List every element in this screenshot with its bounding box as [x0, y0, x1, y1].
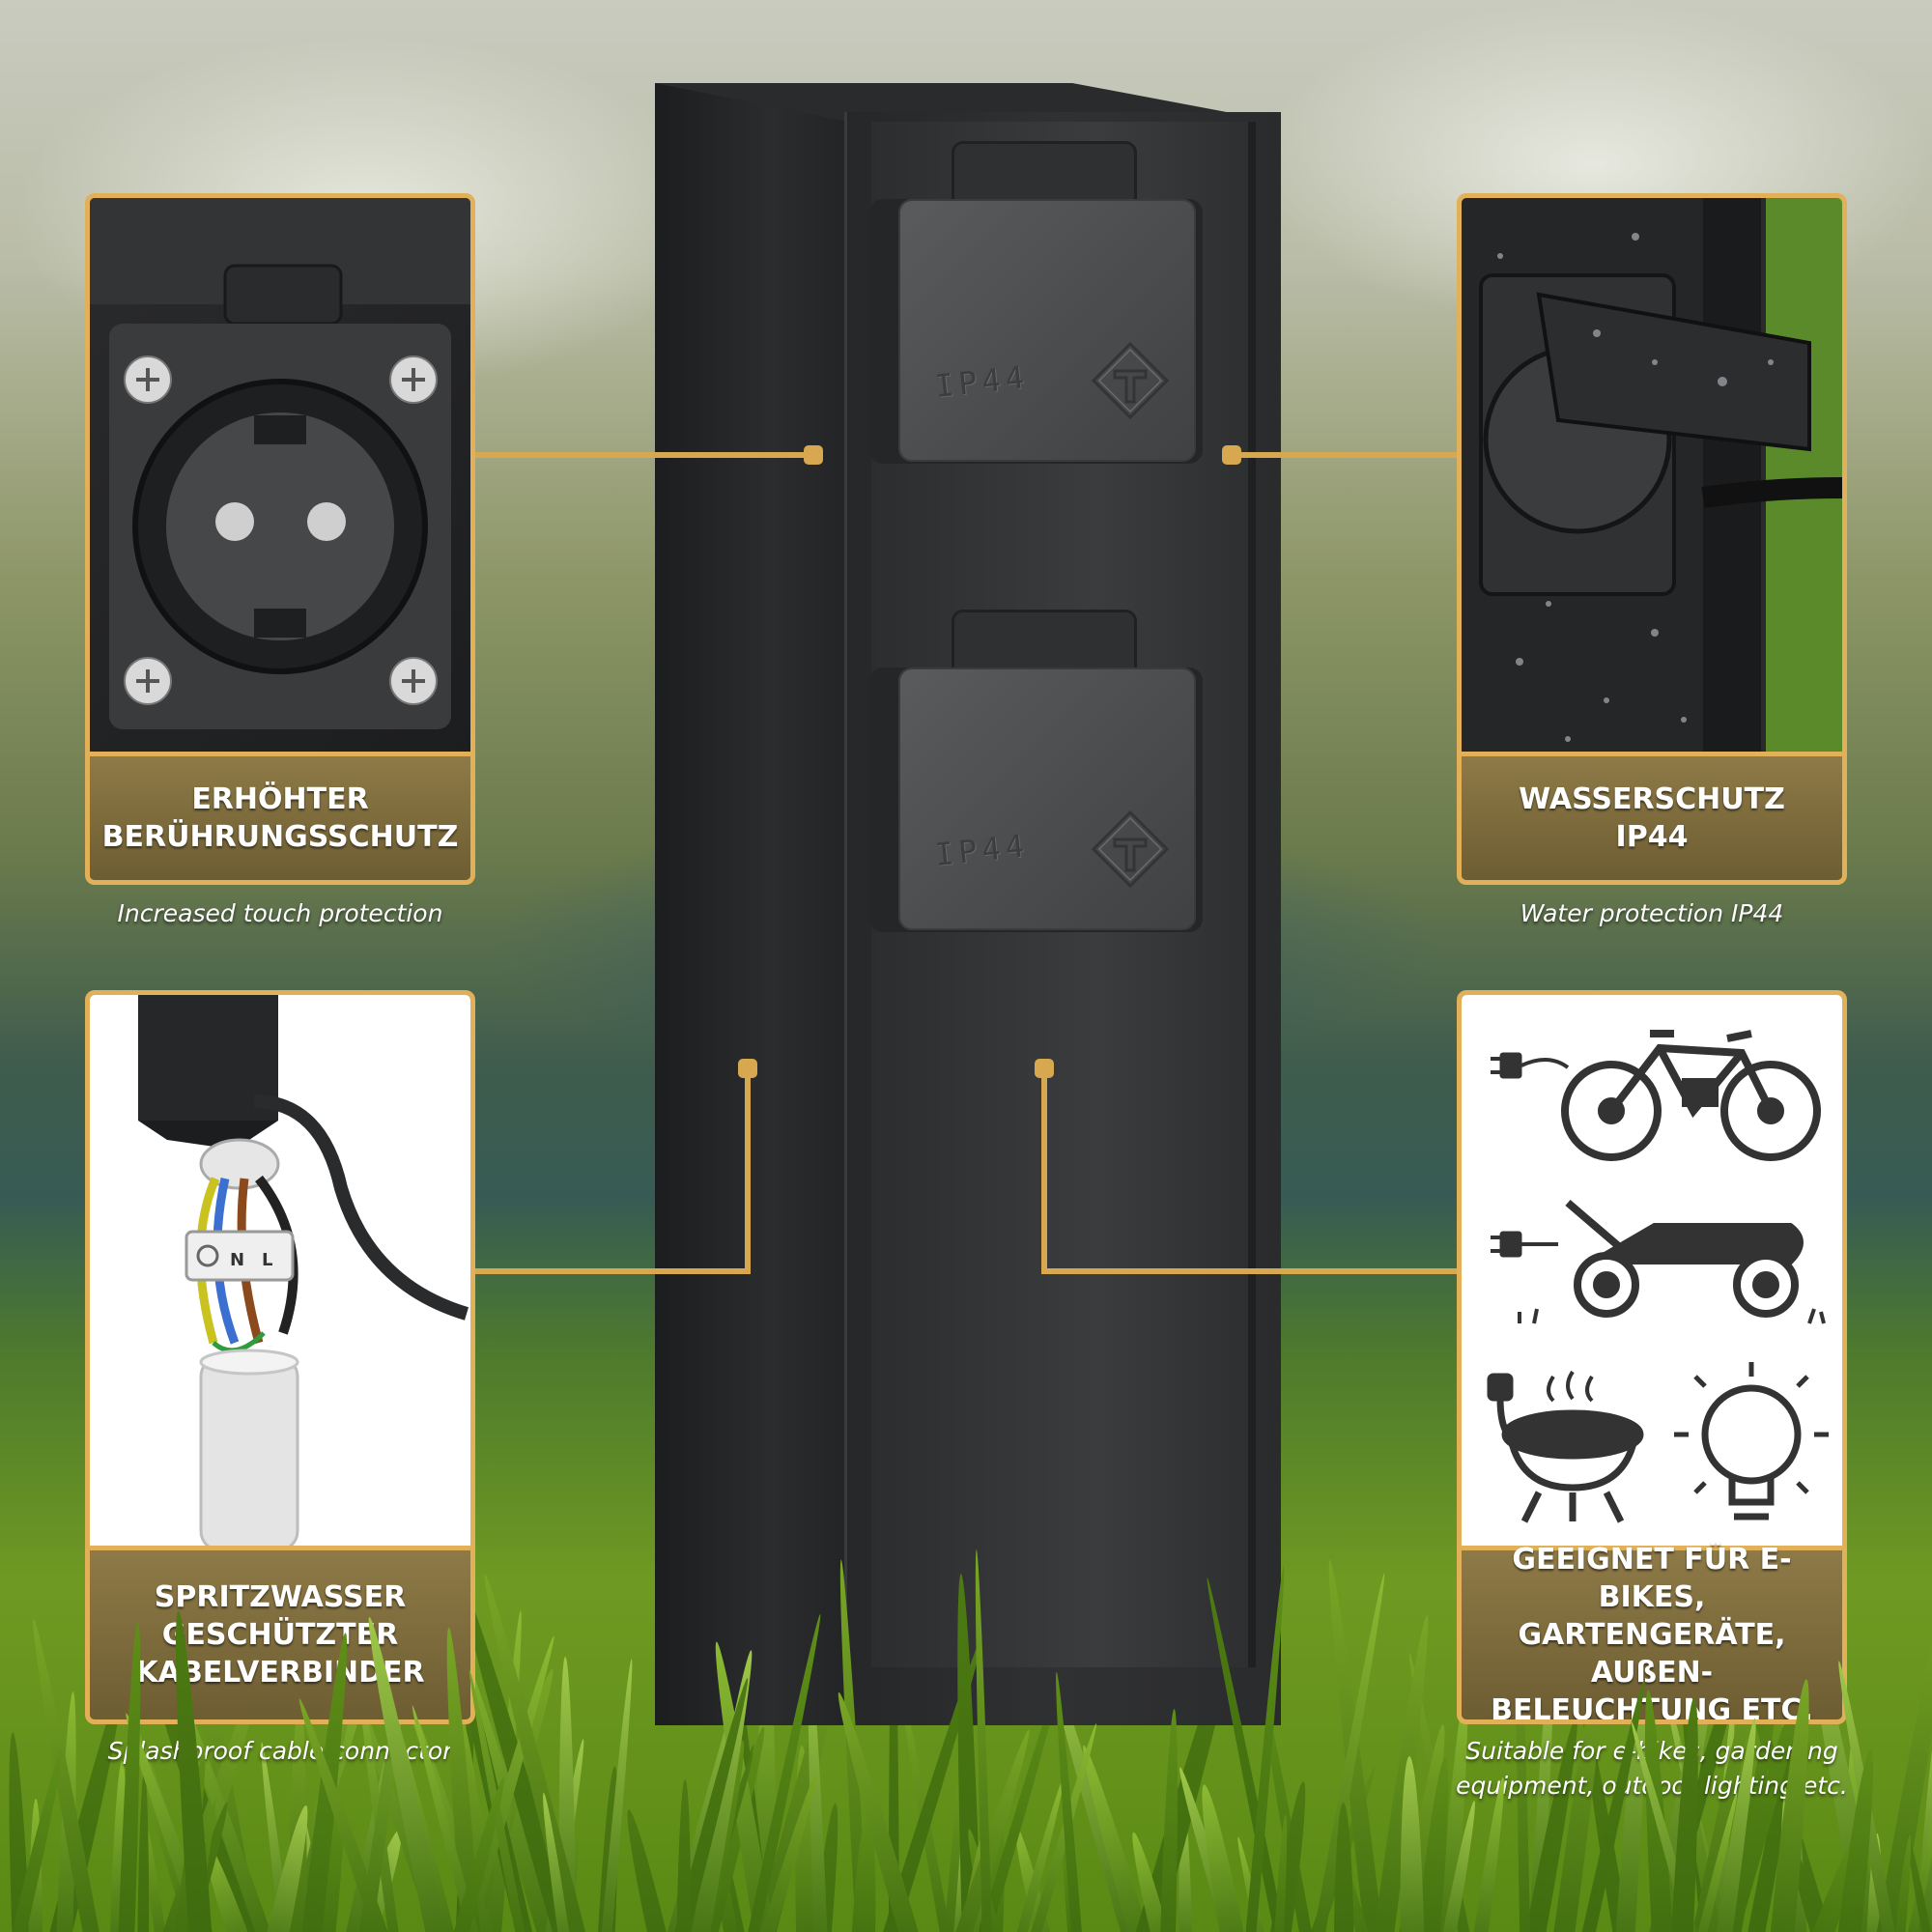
socket-cover: IP44: [898, 199, 1196, 462]
panel-title: SPRITZWASSER GESCHÜTZTER KABELVERBINDER: [90, 1546, 470, 1719]
terminal-label-l: L: [262, 1250, 272, 1270]
callout-line-bottom-left-vertical: [745, 1068, 751, 1274]
panel-water-protection: WASSERSCHUTZ IP44: [1457, 193, 1847, 885]
wet-socket-icon: [1462, 198, 1842, 756]
schuko-socket-icon: [90, 198, 470, 729]
socket-lower: IP44: [869, 610, 1203, 942]
terminal-label-n: N: [230, 1250, 244, 1270]
usage-icons: [1462, 995, 1842, 1550]
wet-socket-image: [1462, 198, 1842, 756]
safety-mark-icon: [1092, 810, 1169, 888]
light-bulb-icon: [1674, 1362, 1829, 1520]
panel-touch-protection: ERHÖHTER BERÜHRUNGSSCHUTZ: [85, 193, 475, 885]
callout-dot: [1222, 445, 1241, 465]
panel-title-line: GEEIGNET FÜR E-BIKES,: [1512, 1543, 1792, 1614]
plug-icon: [1491, 1052, 1570, 1079]
callout-line-bottom-left: [475, 1268, 751, 1274]
ip-rating-marking: IP44: [933, 358, 1031, 405]
callout-dot: [1035, 1059, 1054, 1078]
callout-line-bottom-right: [1041, 1268, 1461, 1274]
ip-rating-marking: IP44: [933, 827, 1031, 873]
panel-title-line: GARTENGERÄTE, AUßEN-: [1518, 1618, 1786, 1690]
socket-closeup-image: [90, 198, 470, 756]
caption-touch-protection: Increased touch protection: [117, 899, 443, 927]
panel-title-line: ERHÖHTER: [191, 782, 369, 816]
grill-icon: [1487, 1370, 1644, 1523]
panel-title-line: SPRITZWASSER: [154, 1580, 407, 1614]
socket-pillar: IP44 IP44: [655, 83, 1281, 1725]
panel-title-line: GESCHÜTZTER: [161, 1618, 399, 1652]
socket-cover: IP44: [898, 668, 1196, 930]
callout-line-bottom-right-vertical: [1041, 1068, 1047, 1274]
panel-title-line: BERÜHRUNGSSCHUTZ: [101, 820, 459, 854]
panel-title-line: WASSERSCHUTZ: [1519, 782, 1785, 816]
panel-title-line: IP44: [1615, 820, 1689, 854]
callout-line-top-left: [475, 452, 815, 458]
panel-cable-connector: N L SPRITZWASSER GESCHÜTZTER KABELVERBIN…: [85, 990, 475, 1724]
callout-line-top-right: [1229, 452, 1461, 458]
grass-blade: [676, 1778, 693, 1932]
panel-title: ERHÖHTER BERÜHRUNGSSCHUTZ: [90, 752, 470, 880]
cable-connector-image: N L: [90, 995, 470, 1552]
pillar-side: [655, 83, 848, 1725]
safety-mark-icon: [1092, 342, 1169, 419]
socket-upper: IP44: [869, 141, 1203, 473]
caption-water-protection: Water protection IP44: [1520, 899, 1784, 927]
callout-dot: [738, 1059, 757, 1078]
panel-title: GEEIGNET FÜR E-BIKES, GARTENGERÄTE, AUßE…: [1462, 1543, 1842, 1719]
panel-suitable-uses: GEEIGNET FÜR E-BIKES, GARTENGERÄTE, AUßE…: [1457, 990, 1847, 1724]
cable-connector-icon: N L: [138, 995, 469, 1552]
panel-title: WASSERSCHUTZ IP44: [1462, 752, 1842, 880]
grass-blade: [829, 1690, 929, 1932]
e-bike-icon: [1561, 1030, 1821, 1161]
callout-dot: [804, 445, 823, 465]
lawn-mower-icon: [1518, 1199, 1826, 1324]
grass-blade: [619, 1807, 675, 1932]
plug-icon: [1491, 1231, 1558, 1258]
